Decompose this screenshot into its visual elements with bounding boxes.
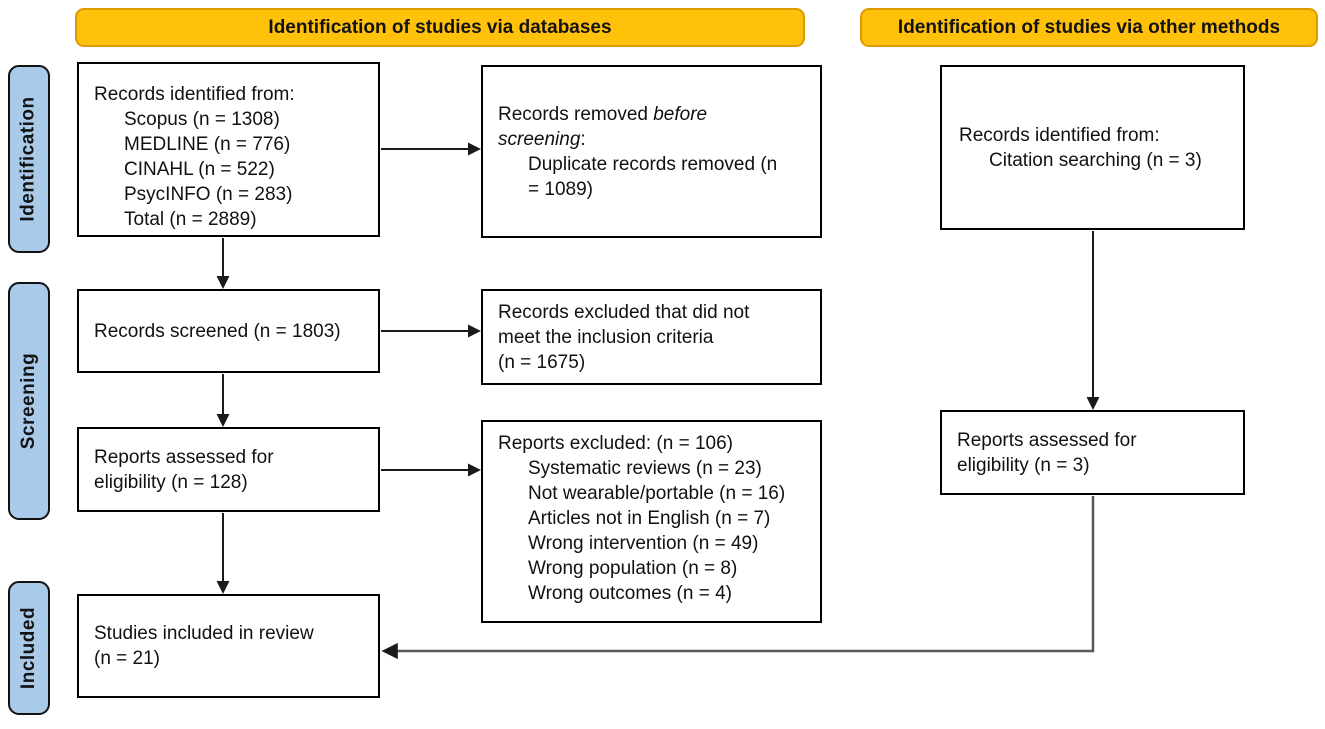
box-line: (n = 1675)	[498, 351, 586, 373]
box-line: Wrong outcomes (n = 4)	[528, 583, 732, 604]
box-line: Records screened (n = 1803)	[94, 320, 341, 342]
arrow-other-methods-to-included	[381, 496, 1095, 660]
stage-included: Included	[8, 581, 50, 715]
box-line: meet the inclusion criteria	[498, 326, 714, 348]
box-line: Duplicate records removed (n	[528, 153, 778, 175]
box-line: Reports assessed for	[957, 429, 1137, 451]
box-line: PsycINFO (n = 283)	[124, 184, 293, 205]
stage-label: Identification	[18, 96, 40, 222]
box-line: Total (n = 2889)	[124, 209, 257, 230]
box-line: Citation searching (n = 3)	[989, 149, 1202, 171]
box-reports-assessed-databases: Reports assessed for eligibility (n = 12…	[77, 427, 380, 512]
box-line-text-italic: screening	[498, 128, 581, 150]
box-line: Reports assessed for	[94, 446, 274, 468]
box-line-text: :	[580, 128, 586, 150]
box-line: MEDLINE (n = 776)	[124, 134, 291, 155]
banner-label: Identification of studies via databases	[268, 16, 612, 38]
box-line: CINAHL (n = 522)	[124, 159, 275, 180]
stage-label: Screening	[18, 352, 39, 450]
box-reports-assessed-other-methods: Reports assessed for eligibility (n = 3)	[940, 410, 1245, 495]
box-line: Records removed before	[498, 102, 814, 127]
stage-screening: Screening	[8, 282, 50, 520]
box-studies-included: Studies included in review (n = 21)	[77, 594, 380, 698]
box-line: (n = 21)	[94, 648, 161, 669]
box-line: Records identified from:	[94, 84, 295, 105]
box-line: Articles not in English (n = 7)	[528, 508, 771, 529]
box-records-screened: Records screened (n = 1803)	[77, 289, 380, 373]
box-line: Scopus (n = 1308)	[124, 109, 280, 130]
box-records-identified-databases: Records identified from: Scopus (n = 130…	[77, 62, 380, 237]
stage-identification: Identification	[8, 65, 50, 253]
box-line: Records excluded that did not	[498, 301, 750, 323]
box-records-removed-before-screening: Records removed before screening: Duplic…	[481, 65, 822, 238]
box-line: eligibility (n = 3)	[957, 454, 1090, 476]
box-records-excluded: Records excluded that did not meet the i…	[481, 289, 822, 385]
box-line: Wrong intervention (n = 49)	[528, 533, 759, 554]
box-line: eligibility (n = 128)	[94, 471, 248, 493]
box-line: screening:	[498, 127, 814, 152]
box-line: Wrong population (n = 8)	[528, 558, 738, 579]
banner-label: Identification of studies via other meth…	[897, 16, 1281, 38]
stage-label: Included	[18, 606, 39, 690]
banner-identification-via-other-methods: Identification of studies via other meth…	[860, 8, 1318, 47]
box-reports-excluded: Reports excluded: (n = 106) Systematic r…	[481, 420, 822, 623]
box-line: Studies included in review	[94, 623, 314, 644]
box-line: Records identified from:	[959, 124, 1160, 146]
banner-identification-via-databases: Identification of studies via databases	[75, 8, 805, 47]
box-line: Not wearable/portable (n = 16)	[528, 483, 786, 504]
box-line: Systematic reviews (n = 23)	[528, 458, 762, 479]
box-line: Reports excluded: (n = 106)	[498, 433, 733, 454]
box-line-text-italic: before	[653, 103, 708, 125]
box-line: = 1089)	[528, 178, 593, 200]
box-records-identified-other-methods: Records identified from: Citation search…	[940, 65, 1245, 230]
box-line-text: Records removed	[498, 103, 654, 125]
